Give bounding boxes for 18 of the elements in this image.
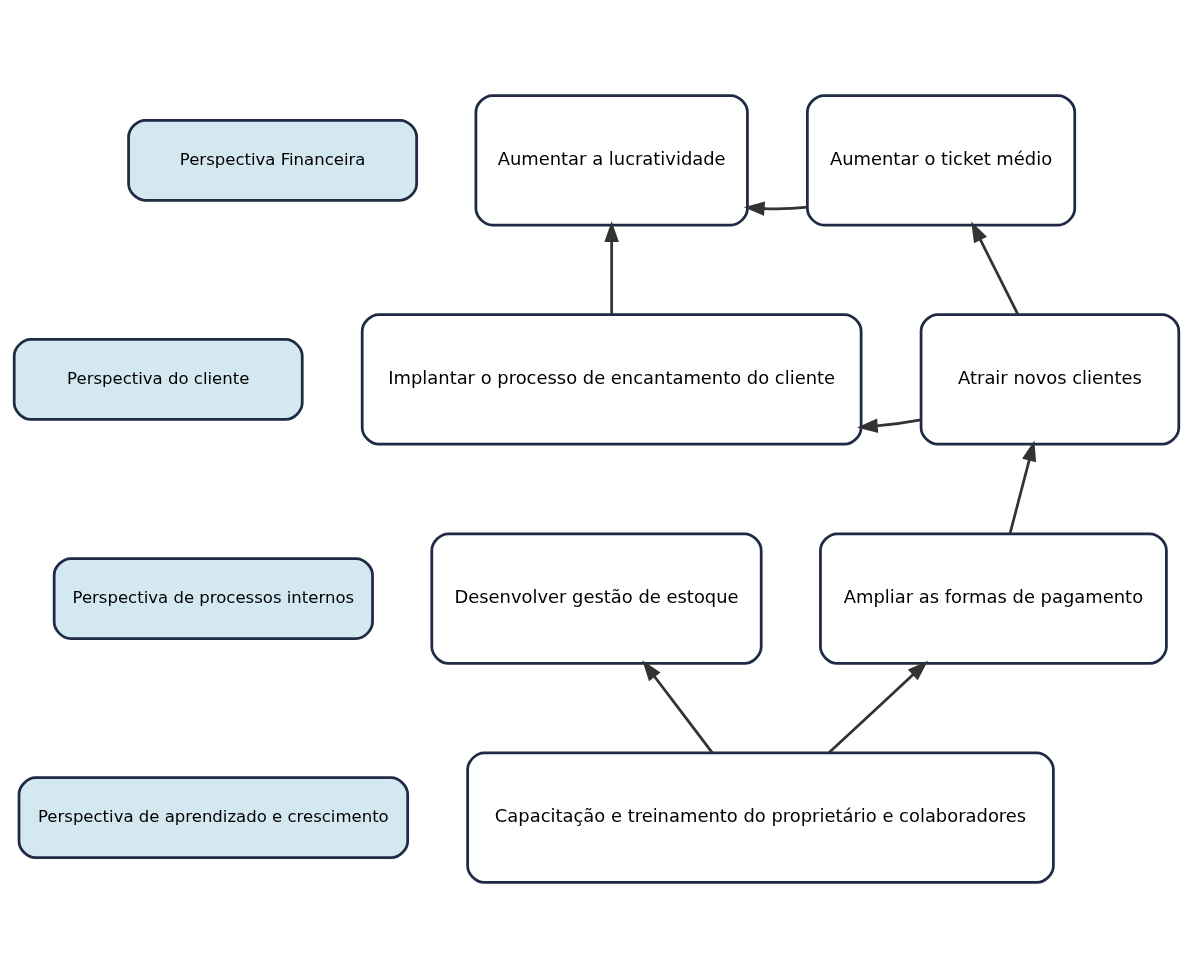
- node-box: Desenvolver gestão de estoque: [430, 531, 763, 665]
- arrow: [604, 220, 619, 314]
- arrow: [743, 200, 808, 216]
- node-box: Ampliar as formas de pagamento: [819, 531, 1168, 665]
- node-box: Implantar o processo de encantamento do cliente: [360, 312, 863, 446]
- node-box: Aumentar o ticket médio: [806, 93, 1077, 226]
- arrow: [857, 417, 922, 433]
- node-box: Perspectiva de processos internos: [52, 556, 374, 640]
- node-box: Capacitação e treinamento do proprietário e colaboradores: [466, 751, 1055, 884]
- arrow: [642, 659, 714, 753]
- node-box: Perspectiva do cliente: [12, 337, 304, 421]
- node-box: Atrair novos clientes: [919, 312, 1181, 446]
- arrow: [1008, 439, 1037, 534]
- node-box: Aumentar a lucratividade: [474, 93, 749, 226]
- arrow: [828, 660, 928, 754]
- node-box: Perspectiva de aprendizado e crescimento: [17, 775, 410, 859]
- arrow: [971, 221, 1020, 315]
- node-box: Perspectiva Financeira: [127, 118, 418, 202]
